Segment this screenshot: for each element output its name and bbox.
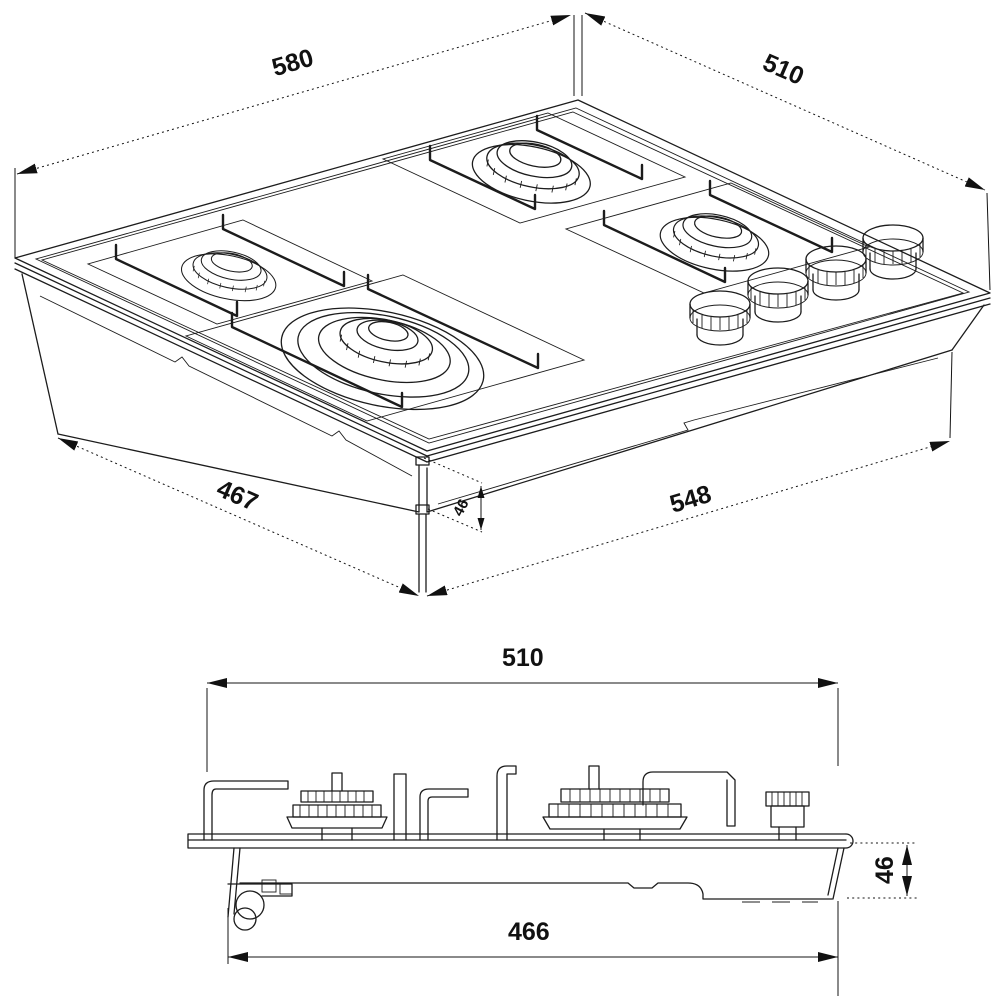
side-dim-height-label: 46	[871, 856, 899, 884]
iso-dim-top-depth-label: 510	[759, 48, 808, 90]
control-knob-3	[805, 245, 867, 301]
control-knob-1	[689, 290, 751, 346]
front-leg	[418, 513, 427, 593]
iso-dimensions: 580 510 467 548 46	[14, 12, 991, 597]
burner-trays	[86, 112, 871, 422]
side-pan-supports	[203, 765, 810, 841]
iso-dim-line-467	[57, 437, 420, 597]
side-body	[227, 847, 845, 931]
iso-dim-top-width-label: 580	[269, 44, 317, 82]
burner-right	[659, 213, 770, 272]
side-view: 510 46 466	[187, 644, 917, 996]
side-dim-depth-label: 510	[502, 644, 544, 672]
burner-left	[180, 250, 277, 302]
iso-dim-line-510	[584, 12, 986, 191]
control-knob-4	[862, 224, 924, 280]
side-knob	[765, 791, 810, 841]
iso-dim-bottom-depth-label: 467	[213, 474, 262, 516]
pan-supports	[114, 114, 834, 409]
isometric-view: 580 510 467 548 46	[14, 12, 991, 597]
side-burner-small	[286, 772, 388, 841]
side-top-plate	[187, 833, 854, 849]
burner-back	[471, 140, 591, 204]
side-dimensions: 510 46 466	[206, 644, 917, 996]
burner-wok	[280, 307, 485, 411]
iso-dim-line-548	[426, 440, 951, 597]
iso-dim-line-580	[16, 14, 572, 175]
iso-dim-height-label: 46	[450, 496, 473, 519]
control-knob-2	[747, 267, 809, 323]
side-burner-wok	[542, 765, 688, 841]
side-dim-cutout-label: 466	[508, 918, 550, 946]
gas-inlet-pipe	[235, 890, 265, 920]
control-knobs	[689, 224, 924, 346]
